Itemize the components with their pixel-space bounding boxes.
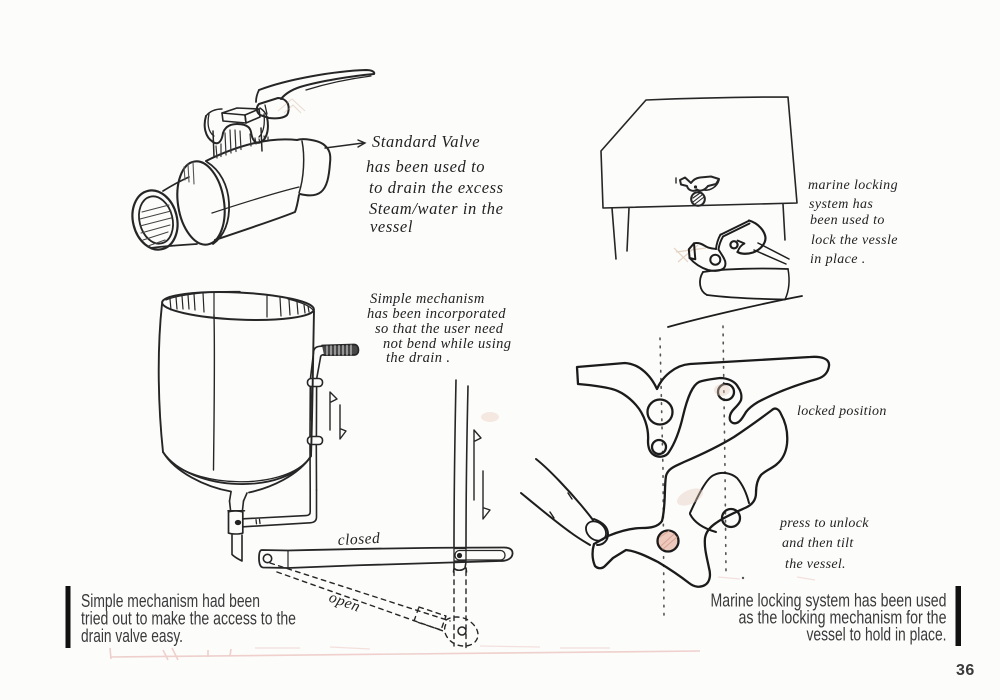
svg-text:Simple mechanism had been: Simple mechanism had been [81,591,260,611]
svg-text:tried out to make the access t: tried out to make the access to the [81,609,296,629]
svg-text:not bend while using: not bend while using [383,336,511,352]
svg-text:Standard Valve: Standard Valve [372,132,480,151]
svg-text:been used to: been used to [810,213,885,228]
svg-text:has been incorporated: has been incorporated [367,306,506,322]
svg-text:vessel: vessel [370,217,413,236]
svg-text:vessel to hold in place.: vessel to hold in place. [807,625,947,645]
svg-text:the vessel.: the vessel. [785,557,846,572]
svg-text:in place .: in place . [810,252,866,267]
svg-text:Steam/water in the: Steam/water in the [369,199,504,218]
svg-text:system has: system has [809,197,873,212]
svg-text:Simple mechanism: Simple mechanism [370,291,485,307]
svg-text:press to unlock: press to unlock [779,516,869,531]
svg-text:as the locking mechanism for t: as the locking mechanism for the [739,608,947,628]
svg-text:closed: closed [337,530,380,549]
svg-text:and then tilt: and then tilt [782,536,854,551]
svg-text:locked position: locked position [797,404,887,419]
svg-text:lock the vessle: lock the vessle [811,233,898,248]
svg-text:Marine locking system has been: Marine locking system has been used [711,591,947,611]
svg-text:to drain the excess: to drain the excess [369,178,504,197]
svg-text:marine locking: marine locking [808,178,898,193]
svg-text:so that the user need: so that the user need [375,321,504,337]
svg-text:has been used to: has been used to [366,157,485,176]
svg-text:the drain .: the drain . [386,350,450,366]
svg-text:drain valve easy.: drain valve easy. [81,626,183,646]
svg-text:36: 36 [956,662,975,679]
